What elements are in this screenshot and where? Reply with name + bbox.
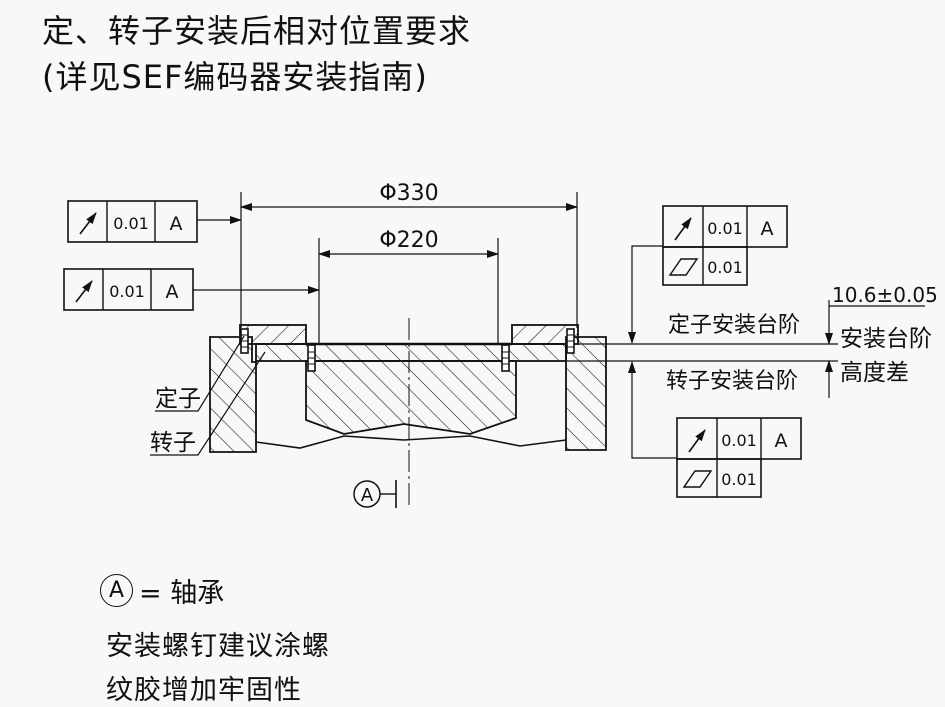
legend-datum: A = 轴承 xyxy=(100,570,224,610)
rotor-disc xyxy=(255,342,567,362)
runout-icon xyxy=(75,280,93,303)
note-line-2: 纹胶增加牢固性 xyxy=(106,675,302,706)
legend-text: = 轴承 xyxy=(139,577,225,609)
svg-text:0.01: 0.01 xyxy=(721,470,757,489)
svg-text:A: A xyxy=(775,430,788,452)
screw-rotor-right xyxy=(501,344,510,372)
svg-text:0.01: 0.01 xyxy=(707,258,743,277)
datum-a-symbol: A xyxy=(353,480,397,508)
svg-text:0.01: 0.01 xyxy=(721,431,757,450)
rotor-callout: 转子 xyxy=(150,351,266,456)
svg-text:A: A xyxy=(761,218,774,240)
height-label-2: 高度差 xyxy=(840,360,909,386)
flatness-icon xyxy=(668,258,699,276)
svg-text:A: A xyxy=(170,213,183,235)
screw-stator-right xyxy=(566,328,575,354)
svg-text:A: A xyxy=(166,281,179,303)
stator-callout: 定子 xyxy=(155,335,245,412)
height-tolerance: 10.6±0.05 xyxy=(832,283,938,307)
fcf-runout-inner: 0.01 A xyxy=(63,268,320,311)
dim-outer-label: Φ330 xyxy=(379,181,438,206)
height-label-1: 安装台阶 xyxy=(840,326,932,352)
dim-inner-label: Φ220 xyxy=(379,228,438,253)
fcf-runout-outer: 0.01 A xyxy=(67,200,242,243)
shaft-section xyxy=(305,360,517,435)
svg-text:0.01: 0.01 xyxy=(707,219,743,238)
dimension-phi330: Φ330 xyxy=(240,181,578,328)
runout-icon xyxy=(688,429,706,453)
datum-circle-icon: A xyxy=(100,573,133,607)
dimension-height-diff: 10.6±0.05 安装台阶 高度差 xyxy=(825,283,938,398)
rotor-step-label: 转子安装台阶 xyxy=(666,369,798,394)
runout-icon xyxy=(674,217,692,241)
flatness-icon xyxy=(682,470,713,488)
svg-text:0.01: 0.01 xyxy=(109,282,145,301)
svg-text:定子: 定子 xyxy=(155,386,201,412)
fcf-stator-step: 0.01 A 0.01 xyxy=(662,205,788,286)
title-line-2: (详见SEF编码器安装指南) xyxy=(42,58,428,96)
note-line-1: 安装螺钉建议涂螺 xyxy=(106,631,330,662)
screw-rotor-left xyxy=(307,344,316,372)
break-line xyxy=(255,435,567,449)
svg-text:A: A xyxy=(361,485,374,506)
svg-text:转子: 转子 xyxy=(150,430,196,456)
title-line-1: 定、转子安装后相对位置要求 xyxy=(42,12,472,50)
screw-stator-left xyxy=(240,328,249,354)
svg-text:0.01: 0.01 xyxy=(113,214,149,233)
right-housing xyxy=(565,336,607,451)
stator-step-label: 定子安装台阶 xyxy=(668,313,800,338)
runout-icon xyxy=(79,212,97,235)
stator-ring-left xyxy=(239,324,307,345)
fcf-rotor-step: 0.01 A 0.01 xyxy=(676,417,802,498)
